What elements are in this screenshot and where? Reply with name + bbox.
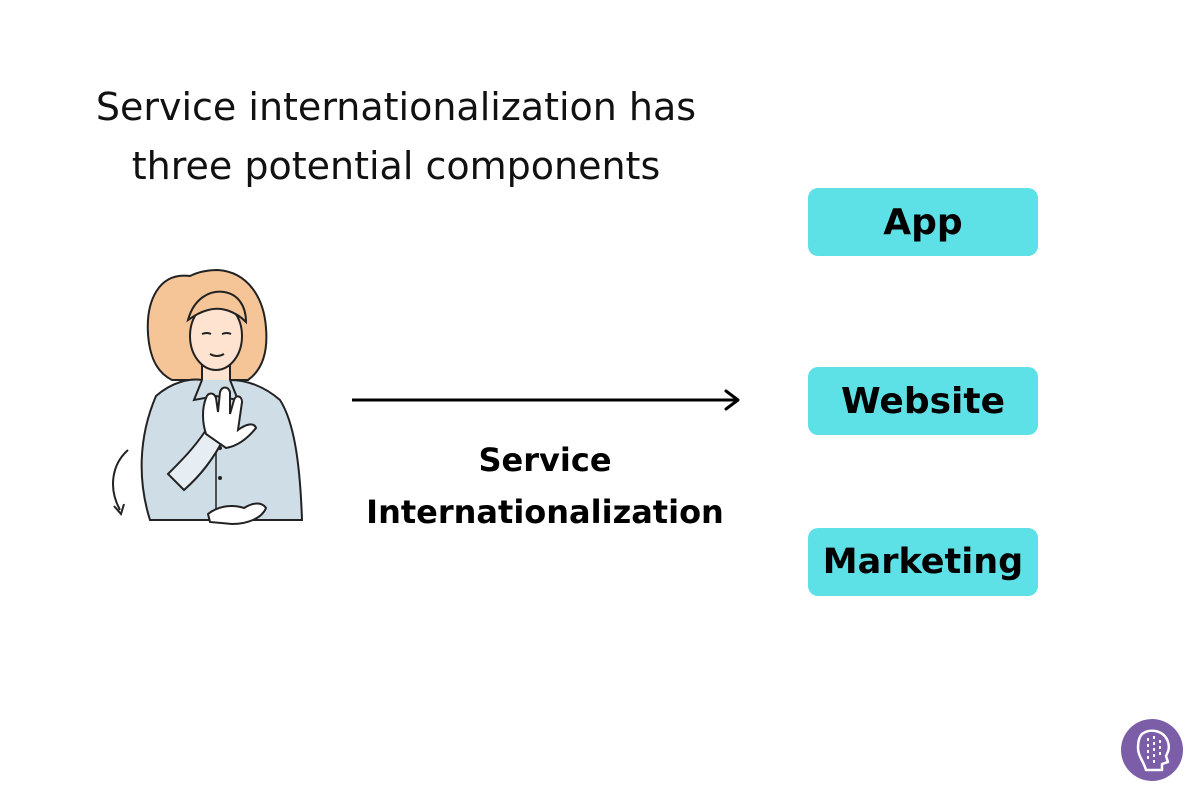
component-marketing: Marketing [808,528,1038,596]
arrow-label: Service Internationalization [340,434,750,538]
component-app: App [808,188,1038,256]
diagram-title-line-2: three potential components [131,144,661,188]
component-website: Website [808,367,1038,435]
arrow-label-line-1: Service [478,441,612,479]
person-signing-icon [112,268,304,526]
diagram-title: Service internationalization has three p… [40,78,752,196]
profile-brain-logo-icon [1121,719,1183,781]
diagram-title-line-1: Service internationalization has [95,85,697,129]
arrow-label-line-2: Internationalization [366,493,724,531]
right-arrow-icon [352,389,740,411]
